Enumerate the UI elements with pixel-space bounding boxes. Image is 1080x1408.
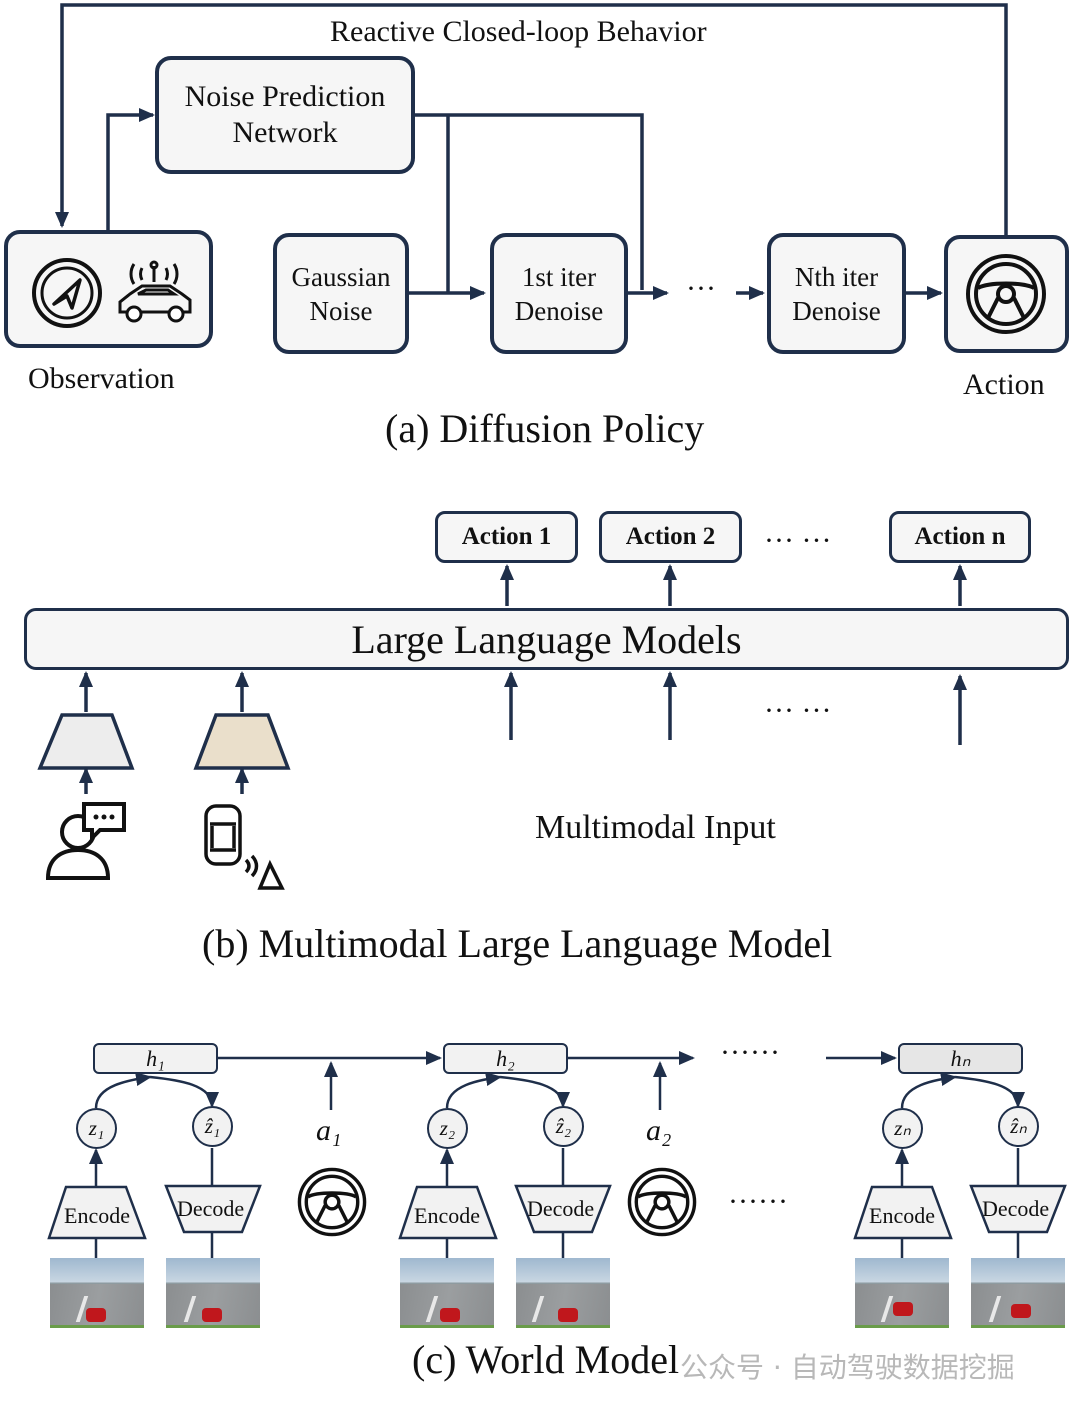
navigation-icon <box>32 258 102 328</box>
encoder-shape-1 <box>47 1185 147 1240</box>
decode-label-n: Decode <box>982 1196 1050 1221</box>
h2-label: h₂ <box>496 1045 515 1071</box>
decoder-shape-2 <box>514 1184 612 1234</box>
frame-image-2 <box>166 1258 260 1328</box>
z2-to-h2 <box>445 1072 502 1109</box>
z2-label: z₂ <box>439 1116 456 1140</box>
encode-label-2: Encode <box>414 1203 480 1228</box>
action-a2-label: a₂ <box>646 1114 672 1147</box>
caption-b: (b) Multimodal Large Language Model <box>202 921 833 966</box>
panel-a-ellipsis: ··· <box>686 272 716 305</box>
caption-c: (c) World Model <box>412 1337 680 1382</box>
zhatn-label: ẑₙ <box>1010 1114 1027 1138</box>
frame-image-1 <box>50 1258 144 1328</box>
steering-wheel-icon <box>966 254 1046 334</box>
action-n-label: Action n <box>914 523 1006 550</box>
decoder-shape-1 <box>164 1184 262 1234</box>
hidden-ellipsis: ······ <box>720 1036 780 1069</box>
latent-zhat2: ẑ₂ <box>543 1106 584 1147</box>
observation-label: Observation <box>28 362 175 395</box>
latent-zhatn: ẑₙ <box>998 1106 1039 1147</box>
h1-to-zhat1 <box>149 1075 219 1108</box>
hidden-state-h2: h₂ <box>443 1043 568 1074</box>
watermark: 公众号 · 自动驾驶数据挖掘 <box>680 1351 1015 1384</box>
action-ellipsis-c: ······ <box>728 1185 788 1218</box>
encoder-shape-n <box>853 1185 953 1240</box>
sensing-car-icon <box>118 260 192 323</box>
decode-label-2: Decode <box>527 1196 595 1221</box>
frame-image-6 <box>971 1258 1065 1328</box>
decoder-shape-n <box>969 1184 1067 1234</box>
gaussian-noise-label: Gaussian Noise <box>291 261 391 326</box>
action-2-label: Action 2 <box>625 523 716 550</box>
llm-box: Large Language Models <box>24 608 1069 670</box>
zn-to-hn <box>900 1072 957 1109</box>
action-n-box: Action n <box>889 511 1031 563</box>
zhat2-label: ẑ₂ <box>555 1114 572 1138</box>
latent-z1: z₁ <box>76 1108 117 1149</box>
z1-to-h1 <box>94 1072 152 1109</box>
decode-label-1: Decode <box>177 1196 245 1221</box>
user-chat-icon <box>45 802 126 880</box>
obs-to-npn-arrow <box>106 108 155 230</box>
h1-label: h₁ <box>146 1045 165 1071</box>
loop-arrow <box>55 3 1008 235</box>
zhat1-label: ẑ₁ <box>204 1114 221 1138</box>
nth-iter-denoise-box: Nth iter Denoise <box>767 233 906 354</box>
frame-image-5 <box>855 1258 949 1328</box>
car-sensor-icon <box>204 804 285 890</box>
noise-prediction-label: Noise Prediction Network <box>184 80 386 149</box>
steering-wheel-icon-a1 <box>297 1167 367 1237</box>
encoder-shape-2 <box>398 1185 498 1240</box>
steering-wheel-icon-a2 <box>627 1167 697 1237</box>
z1-label: z₁ <box>88 1116 105 1140</box>
frame-image-3 <box>400 1258 494 1328</box>
action-label: Action <box>963 368 1045 401</box>
hn-label: hₙ <box>950 1045 971 1071</box>
sensor-encoder-trapezoid <box>193 713 291 770</box>
input-ellipsis: ··· ··· <box>764 694 832 727</box>
hn-to-zhatn <box>954 1075 1025 1108</box>
noise-prediction-box: Noise Prediction Network <box>155 56 415 174</box>
gaussian-noise-box: Gaussian Noise <box>273 233 409 354</box>
first-iter-denoise-box: 1st iter Denoise <box>490 233 628 354</box>
latent-zhat1: ẑ₁ <box>192 1106 233 1147</box>
caption-a: (a) Diffusion Policy <box>385 406 705 451</box>
frame-image-4 <box>516 1258 610 1328</box>
action-ellipsis: ··· ··· <box>764 524 832 557</box>
latent-zn: zₙ <box>882 1108 923 1149</box>
hidden-state-h1: h₁ <box>93 1043 218 1074</box>
zn-label: zₙ <box>894 1116 911 1140</box>
encode-label-1: Encode <box>64 1203 130 1228</box>
nth-iter-label: Nth iter Denoise <box>792 261 881 326</box>
action-1-label: Action 1 <box>461 523 552 550</box>
first-iter-label: 1st iter Denoise <box>514 261 604 326</box>
multimodal-input-label: Multimodal Input <box>535 809 776 846</box>
npn-to-denoise-arrow <box>415 113 644 290</box>
action-a1-label: a₁ <box>316 1114 342 1147</box>
loop-label: Reactive Closed-loop Behavior <box>330 15 707 48</box>
h2-to-zhat2 <box>499 1075 570 1108</box>
action-box <box>944 235 1069 353</box>
observation-box <box>4 230 213 348</box>
text-encoder-trapezoid <box>37 713 135 770</box>
hidden-state-hn: hₙ <box>898 1043 1023 1074</box>
llm-label: Large Language Models <box>351 616 742 662</box>
action-2-box: Action 2 <box>599 511 742 563</box>
encode-label-n: Encode <box>869 1203 935 1228</box>
latent-z2: z₂ <box>427 1108 468 1149</box>
action-1-box: Action 1 <box>435 511 578 563</box>
